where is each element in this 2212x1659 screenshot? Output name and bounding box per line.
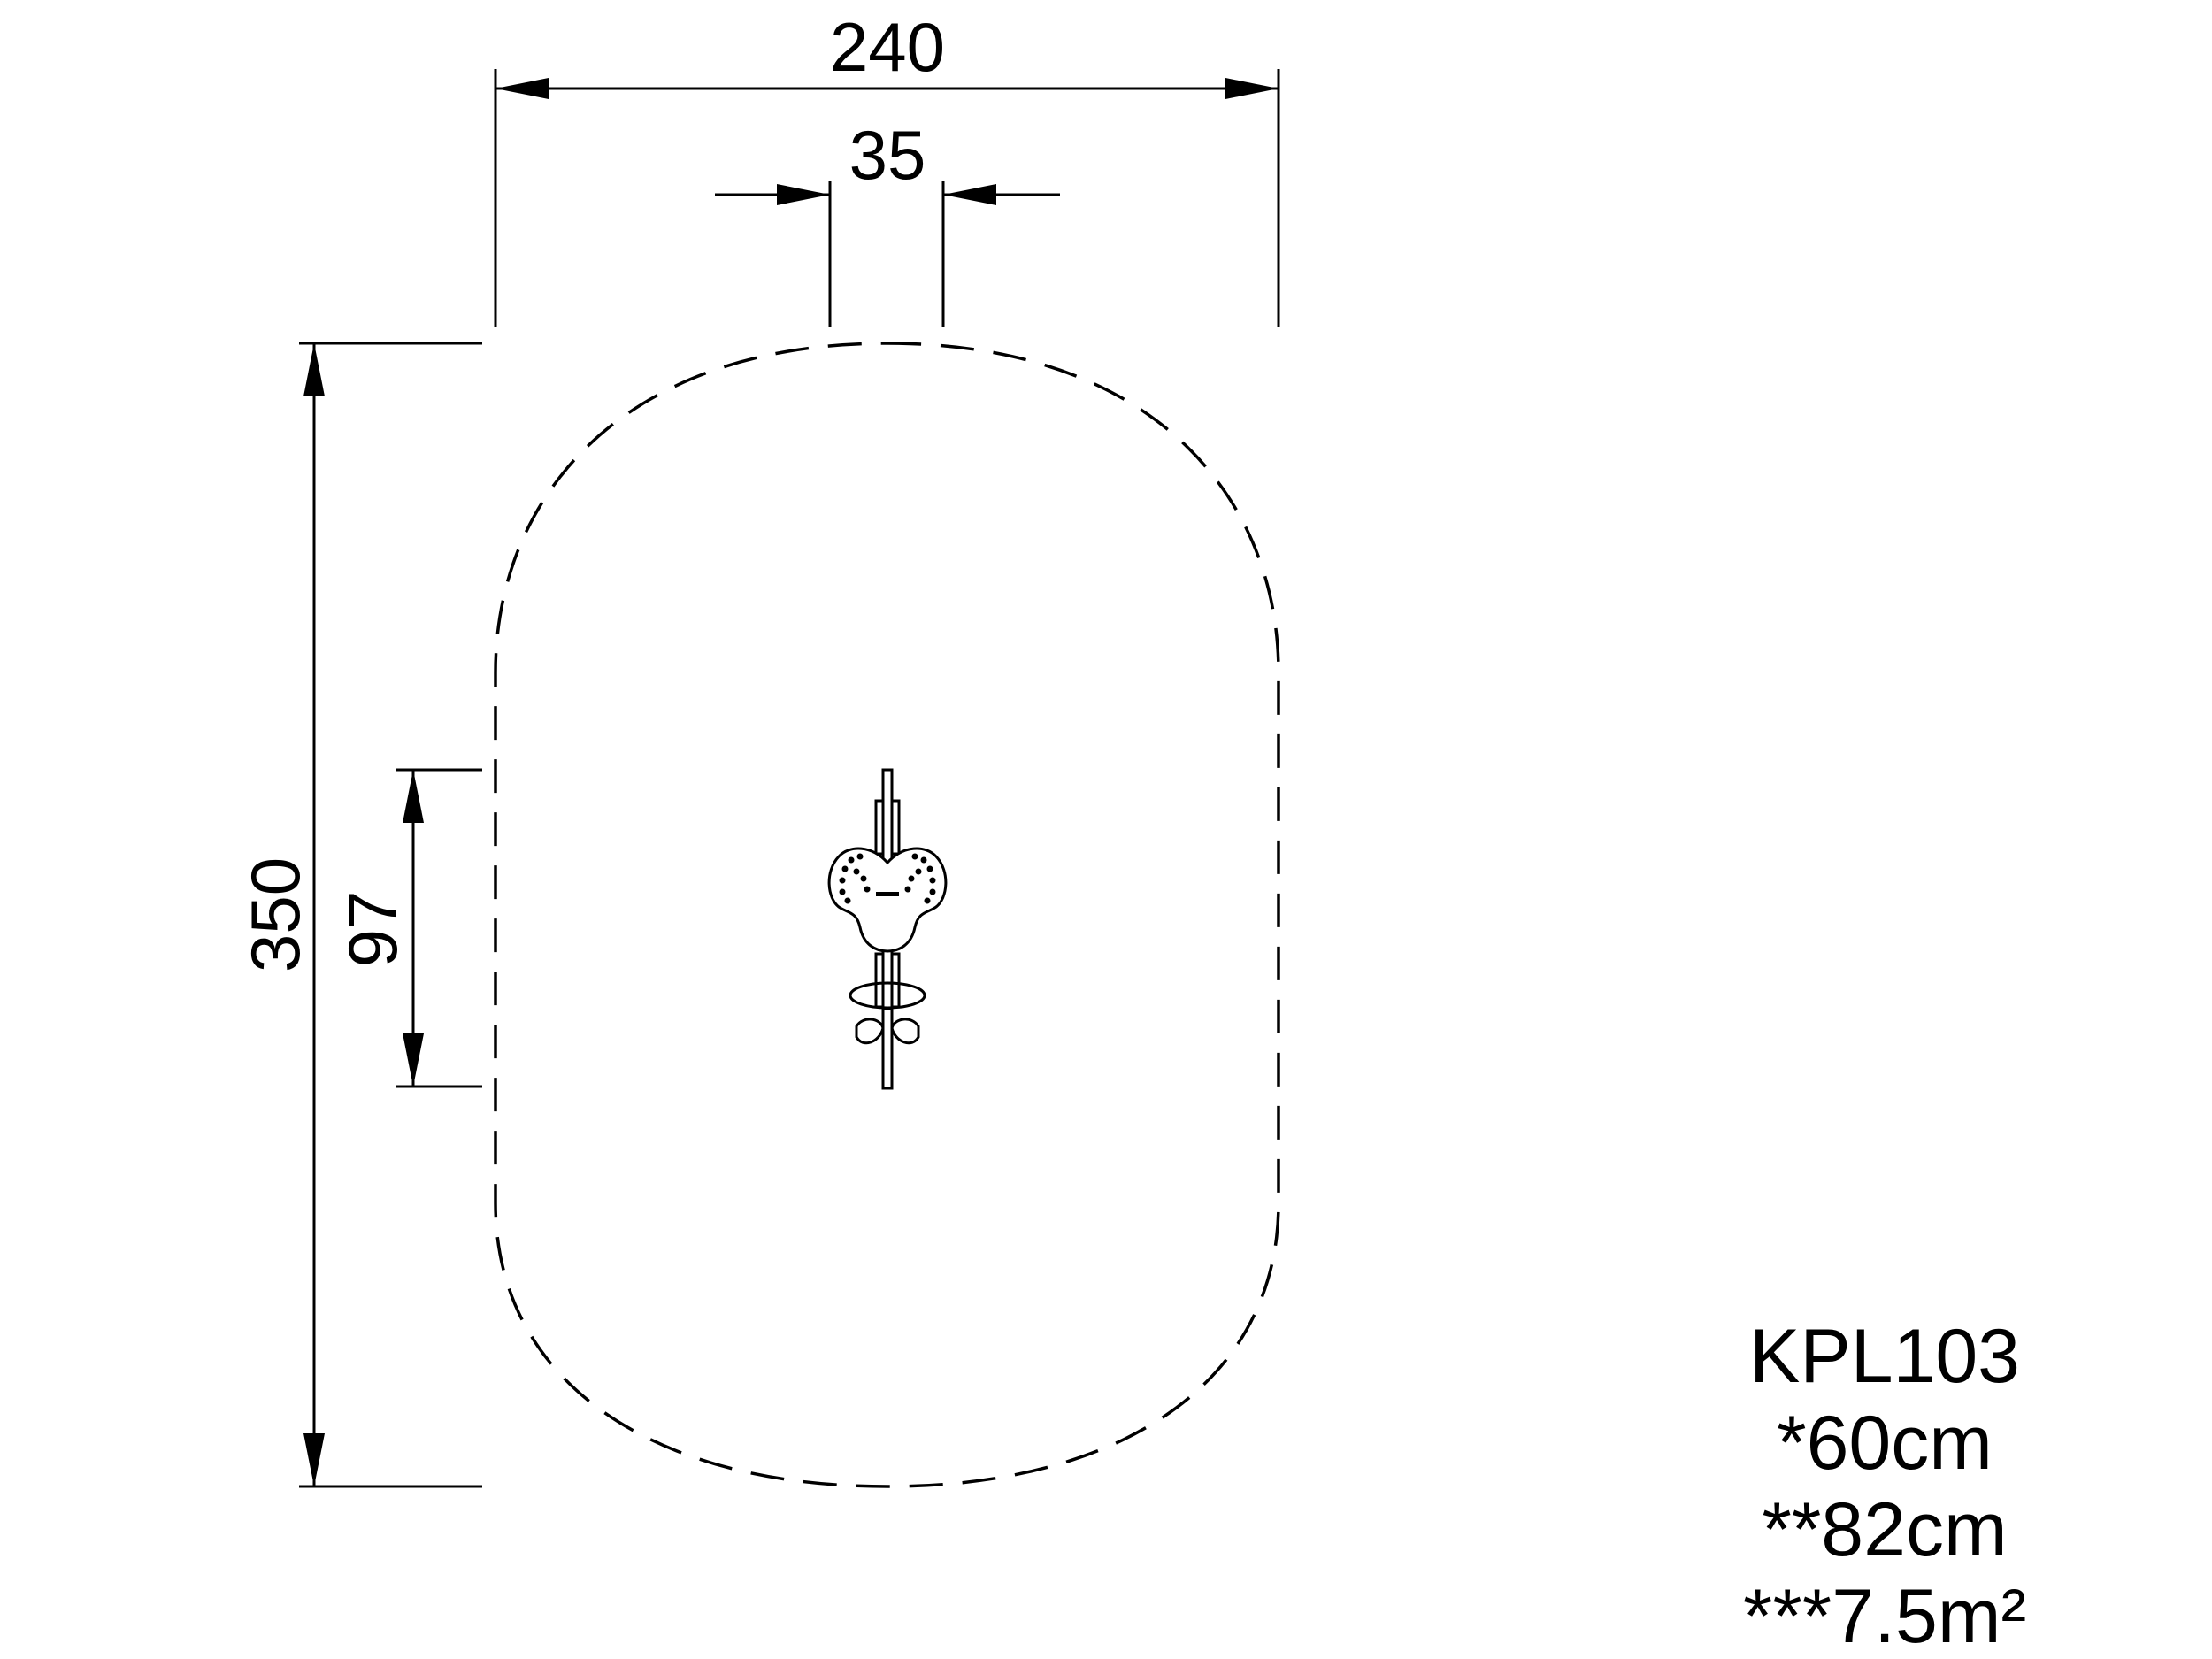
height-label: 350	[236, 857, 314, 972]
arrow-down-icon	[303, 1433, 325, 1486]
arrow-left-icon	[495, 78, 549, 99]
free-fall-height: *60cm	[1777, 1401, 1993, 1486]
model-number: KPL103	[1748, 1314, 2021, 1399]
width-dimension: 240	[494, 8, 1280, 327]
arrow-up-icon	[403, 770, 424, 823]
inner-width-dimension: 35	[715, 116, 1060, 327]
width-label: 240	[830, 8, 945, 86]
arrow-up-icon	[303, 343, 325, 396]
height-dimension: 350	[236, 342, 482, 1488]
arrow-down-icon	[403, 1033, 424, 1087]
inner-width-label: 35	[849, 116, 926, 194]
safety-area-outline	[494, 342, 1280, 1488]
inner-height-label: 97	[334, 891, 411, 968]
max-height: **82cm	[1762, 1487, 2008, 1572]
arrow-right-icon	[777, 184, 830, 205]
arrow-left-icon	[943, 184, 996, 205]
safety-area: ***7.5m²	[1742, 1574, 2027, 1659]
inner-height-dimension: 97	[334, 768, 482, 1088]
arrow-right-icon	[1225, 78, 1279, 99]
spring-rider-icon	[827, 768, 948, 1090]
